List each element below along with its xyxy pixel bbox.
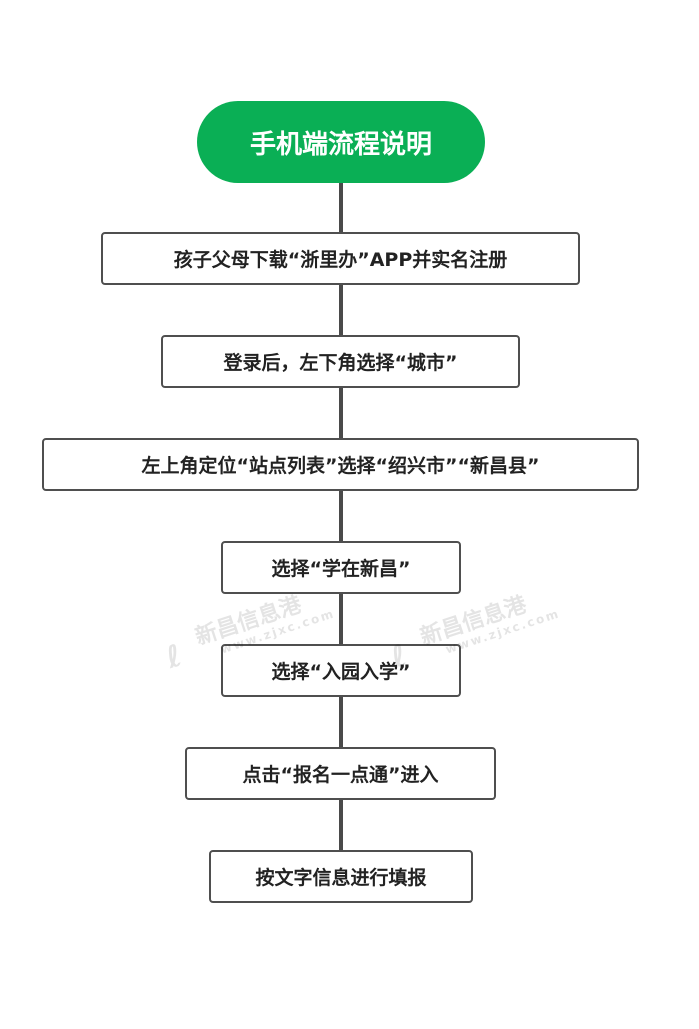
flow-step-1: 孩子父母下载“浙里办”APP并实名注册 [101,232,580,285]
flow-connector-line [339,183,343,850]
flow-step-4: 选择“学在新昌” [221,541,461,594]
flow-step-3: 左上角定位“站点列表”选择“绍兴市”“新昌县” [42,438,639,491]
flow-step-7: 按文字信息进行填报 [209,850,473,903]
watermark-logo-icon: ℓ [161,638,187,677]
flow-step-2: 登录后，左下角选择“城市” [161,335,520,388]
flow-step-6: 点击“报名一点通”进入 [185,747,496,800]
flow-title: 手机端流程说明 [197,101,485,183]
flow-step-5: 选择“入园入学” [221,644,461,697]
